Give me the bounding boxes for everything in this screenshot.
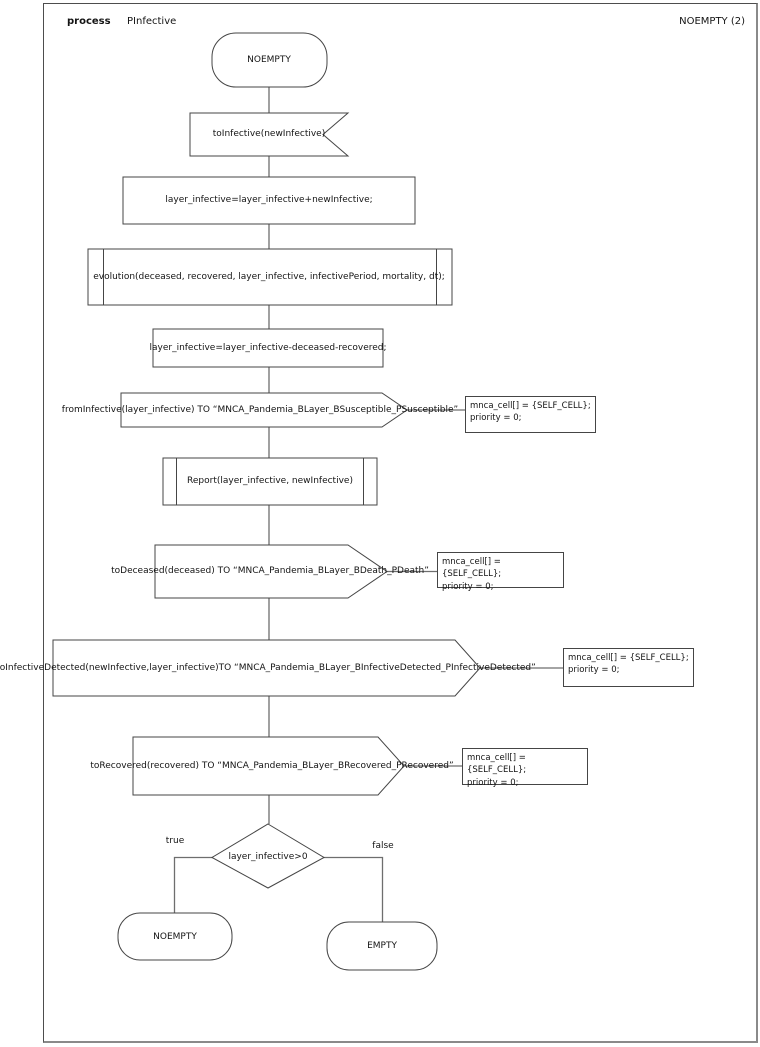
shape-state-start <box>211 32 328 88</box>
node-state-start-label: NOEMPTY <box>247 55 291 65</box>
comment-line: mnca_cell[] = {SELF_CELL}; <box>568 653 689 663</box>
shape-state-empty <box>326 921 438 971</box>
flow-line-true <box>173 856 213 913</box>
comment-line: priority = 0; <box>467 777 519 788</box>
branch-true-label: true <box>165 836 185 846</box>
node-output-frominfective-label: fromInfective(layer_infective) TO “MNCA_… <box>61 405 459 415</box>
comment-box-todeceased: mnca_cell[] = {SELF_CELL}; priority = 0; <box>437 552 564 592</box>
shape-call-evolution-inner-lines <box>103 249 437 305</box>
shape-output-fromInfective <box>120 392 408 428</box>
node-task-add-label: layer_infective=layer_infective+newInfec… <box>165 195 373 205</box>
shape-state-noempty <box>117 912 233 961</box>
node-call-evolution-label: evolution(deceased, recovered, layer_inf… <box>93 272 445 282</box>
node-output-torecovered-label: toRecovered(recovered) TO “MNCA_Pandemia… <box>90 761 454 771</box>
node-output-todeceased-label: toDeceased(deceased) TO “MNCA_Pandemia_B… <box>111 566 429 576</box>
shape-call-evolution <box>87 248 453 306</box>
header-process-label: process <box>67 16 111 27</box>
header-process-name: PInfective <box>127 16 177 27</box>
node-decision-label: layer_infective>0 <box>228 852 308 862</box>
page-border <box>43 3 758 1043</box>
shape-output-toDeceased <box>154 544 388 599</box>
shape-call-report-inner-lines <box>176 458 364 505</box>
comment-line: mnca_cell[] = {SELF_CELL}; <box>442 557 502 580</box>
shape-input-signal <box>189 112 350 157</box>
node-state-empty-label: EMPTY <box>367 941 397 951</box>
shape-task-subtract <box>152 328 384 368</box>
node-output-toinfectivedetected-label: toInfectiveDetected(newInfective,layer_i… <box>0 663 536 673</box>
flow-line-false <box>323 856 384 922</box>
comment-box-toinfectivedetected: mnca_cell[] = {SELF_CELL}; priority = 0; <box>563 648 694 687</box>
branch-false-label: false <box>372 841 394 851</box>
comment-box-torecovered: mnca_cell[] = {SELF_CELL}; priority = 0; <box>462 748 588 788</box>
comment-line: mnca_cell[] = {SELF_CELL}; <box>467 753 527 776</box>
shape-call-report <box>162 457 378 506</box>
comment-line: priority = 0; <box>568 665 620 676</box>
shape-task-add <box>122 176 416 225</box>
header-page-label: NOEMPTY (2) <box>679 16 745 27</box>
shape-output-toInfectiveDetected <box>52 639 481 697</box>
shape-output-toRecovered <box>132 736 405 796</box>
node-input-toinfective-label: toInfective(newInfective) <box>212 129 326 139</box>
comment-line: mnca_cell[] = {SELF_CELL}; <box>470 401 591 411</box>
node-state-noempty-label: NOEMPTY <box>153 932 197 942</box>
comment-line: priority = 0; <box>470 413 522 424</box>
node-call-report-label: Report(layer_infective, newInfective) <box>187 476 353 486</box>
shape-decision-diamond <box>210 823 326 889</box>
comment-line: priority = 0; <box>442 581 494 592</box>
node-task-subtract-label: layer_infective=layer_infective-deceased… <box>149 343 387 353</box>
comment-box-frominfective: mnca_cell[] = {SELF_CELL}; priority = 0; <box>465 396 596 433</box>
